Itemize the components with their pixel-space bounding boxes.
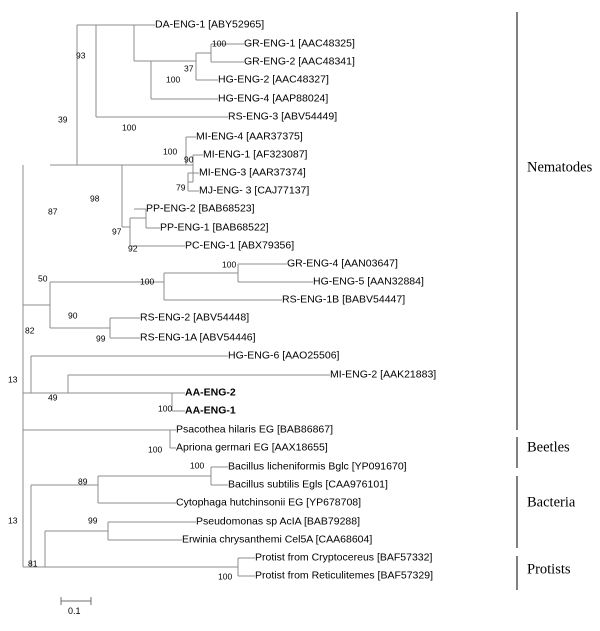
bootstrap-value-boot-90-mi: 90 — [184, 154, 194, 165]
leaf-label-gr-eng-1: GR-ENG-1 [AAC48325] — [244, 37, 355, 50]
leaf-label-rs-eng-3: RS-ENG-3 [ABV54449] — [228, 110, 338, 123]
leaf-label-rs-eng-1a: RS-ENG-1A [ABV54446] — [140, 331, 256, 344]
bootstrap-value-boot-100-deep: 100 — [140, 276, 155, 287]
bootstrap-value-boot-89: 89 — [78, 476, 88, 487]
leaf-label-aa-eng-1: AA-ENG-1 — [185, 404, 236, 417]
bootstrap-value-boot-82: 82 — [25, 325, 35, 336]
leaf-label-hg-eng-5: HG-ENG-5 [AAN32884] — [313, 275, 424, 288]
leaf-label-mj-eng-3: MJ-ENG- 3 [CAJ77137] — [199, 184, 310, 197]
leaf-label-hg-eng-2: HG-ENG-2 [AAC48327] — [218, 73, 329, 86]
bootstrap-value-boot-37: 37 — [184, 63, 194, 74]
scale-bar-label: 0.1 — [68, 606, 81, 616]
leaf-label-pp-eng-1: PP-ENG-1 [BAB68522] — [160, 221, 269, 234]
bootstrap-value-boot-99-rs: 99 — [96, 333, 106, 344]
leaf-label-protist-reticulitemes: Protist from Reticulitemes [BAF57329] — [255, 569, 433, 582]
leaf-label-cytophaga-hutchinsonii: Cytophaga hutchinsonii EG [YP678708] — [176, 496, 362, 509]
leaf-label-apriona-germari: Apriona germari EG [AAX18655] — [176, 441, 328, 454]
leaf-label-gr-eng-4: GR-ENG-4 [AAN03647] — [287, 257, 398, 270]
leaf-label-erwinia-chrysanthemi: Erwinia chrysanthemi Cel5A [CAA68604] — [182, 533, 373, 546]
bootstrap-value-boot-49: 49 — [48, 392, 58, 403]
bootstrap-value-boot-99-ps: 99 — [88, 515, 98, 526]
bootstrap-value-boot-50: 50 — [38, 273, 48, 284]
leaf-label-mi-eng-4: MI-ENG-4 [AAR37375] — [196, 130, 303, 143]
leaf-label-mi-eng-2: MI-ENG-2 [AAK21883] — [330, 368, 437, 381]
bootstrap-value-boot-13-upper: 13 — [8, 374, 18, 385]
leaf-label-hg-eng-4: HG-ENG-4 [AAP88024] — [218, 92, 329, 105]
group-label-bacteria: Bacteria — [527, 494, 576, 511]
group-label-beetles: Beetles — [527, 439, 570, 456]
leaf-label-protist-cryptocereus: Protist from Cryptocereus [BAF57332] — [255, 551, 433, 564]
leaf-label-pseudomonas-sp-acia: Pseudomonas sp AcIA [BAB79288] — [196, 515, 361, 528]
bootstrap-value-boot-98: 98 — [90, 193, 100, 204]
bootstrap-value-boot-81: 81 — [28, 558, 38, 569]
leaf-label-aa-eng-2: AA-ENG-2 — [185, 386, 236, 399]
leaf-label-mi-eng-1: MI-ENG-1 [AF323087] — [203, 148, 308, 161]
leaf-label-pc-eng-1: PC-ENG-1 [ABX79356] — [185, 239, 295, 252]
bootstrap-value-boot-100-beetles: 100 — [148, 444, 163, 455]
bootstrap-value-boot-93: 93 — [76, 50, 86, 61]
leaf-label-gr-eng-2: GR-ENG-2 [AAC48341] — [244, 55, 355, 68]
tree-branch-lines — [22, 24, 330, 577]
leaf-label-hg-eng-6: HG-ENG-6 [AAO25506] — [228, 349, 340, 362]
leaf-label-psacothea-hilaris: Psacothea hilaris EG [BAB86867] — [176, 423, 334, 436]
bootstrap-value-boot-13-lower: 13 — [8, 515, 18, 526]
bootstrap-value-boot-100-clade: 100 — [122, 122, 137, 133]
bootstrap-value-boot-90-rs: 90 — [68, 310, 78, 321]
bootstrap-value-boot-100-mi: 100 — [163, 146, 178, 157]
group-label-protists: Protists — [527, 561, 571, 578]
leaf-label-pp-eng-2: PP-ENG-2 [BAB68523] — [146, 202, 255, 215]
scale-bar — [60, 597, 92, 605]
bootstrap-value-boot-39: 39 — [58, 114, 68, 125]
bootstrap-value-boot-100-prot: 100 — [218, 571, 233, 582]
bootstrap-value-boot-97: 97 — [112, 226, 122, 237]
bootstrap-value-boot-100-gr4: 100 — [222, 259, 237, 270]
bootstrap-value-boot-100-hg: 100 — [166, 74, 181, 85]
leaf-label-rs-eng-1b: RS-ENG-1B [BABV54447] — [282, 293, 406, 306]
leaf-label-bacillus-licheniformis: Bacillus licheniformis Bglc [YP091670] — [228, 460, 407, 473]
bootstrap-value-boot-92: 92 — [128, 243, 138, 254]
bootstrap-value-boot-100-gr: 100 — [212, 38, 227, 49]
leaf-label-da-eng-1: DA-ENG-1 [ABY52965] — [155, 18, 265, 31]
leaf-label-bacillus-subtilis: Bacillus subtilis Egls [CAA976101] — [228, 478, 388, 491]
bootstrap-value-boot-100-aa: 100 — [158, 403, 173, 414]
leaf-label-rs-eng-2: RS-ENG-2 [ABV54448] — [140, 311, 250, 324]
bootstrap-value-boot-79: 79 — [176, 182, 186, 193]
leaf-label-mi-eng-3: MI-ENG-3 [AAR37374] — [199, 166, 306, 179]
group-label-nematodes: Nematodes — [527, 159, 593, 176]
bootstrap-value-boot-100-bac: 100 — [190, 460, 205, 471]
bootstrap-value-boot-87: 87 — [48, 206, 58, 217]
